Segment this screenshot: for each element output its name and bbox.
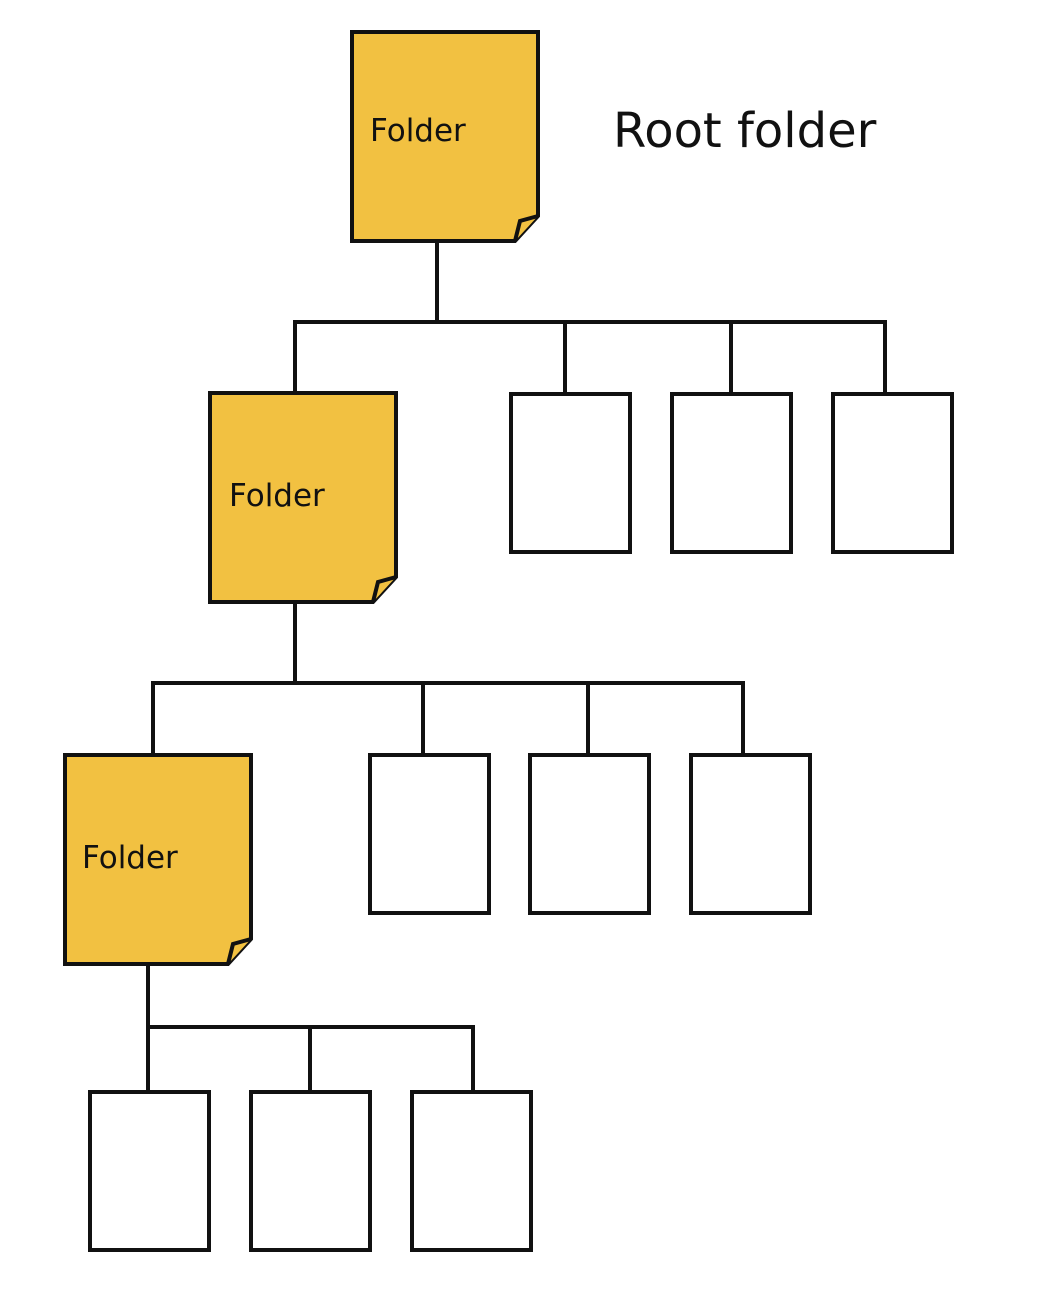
connectors-root: [293, 239, 887, 395]
file-icon[interactable]: [509, 392, 632, 554]
folder-corner-fold: [513, 214, 539, 242]
file-icon[interactable]: [670, 392, 793, 554]
file-icon[interactable]: [831, 392, 954, 554]
folder-corner-fold: [226, 937, 252, 965]
file-icon[interactable]: [410, 1090, 533, 1252]
file-icon[interactable]: [689, 753, 812, 915]
file-icon[interactable]: [528, 753, 651, 915]
file-icon[interactable]: [88, 1090, 211, 1252]
subfolder-level-2-label: Folder: [82, 840, 178, 876]
subfolder-level-2[interactable]: Folder: [63, 753, 253, 966]
connectors-level-2: [146, 962, 475, 1099]
file-icon[interactable]: [368, 753, 491, 915]
folder-corner-fold: [371, 575, 397, 603]
subfolder-level-1[interactable]: Folder: [208, 391, 398, 604]
file-icon[interactable]: [249, 1090, 372, 1252]
subfolder-level-1-label: Folder: [229, 478, 325, 514]
root-folder-label: Folder: [370, 113, 466, 149]
root-folder-caption: Root folder: [613, 103, 877, 159]
root-folder[interactable]: Folder: [350, 30, 540, 243]
connectors-level-1: [151, 600, 745, 756]
